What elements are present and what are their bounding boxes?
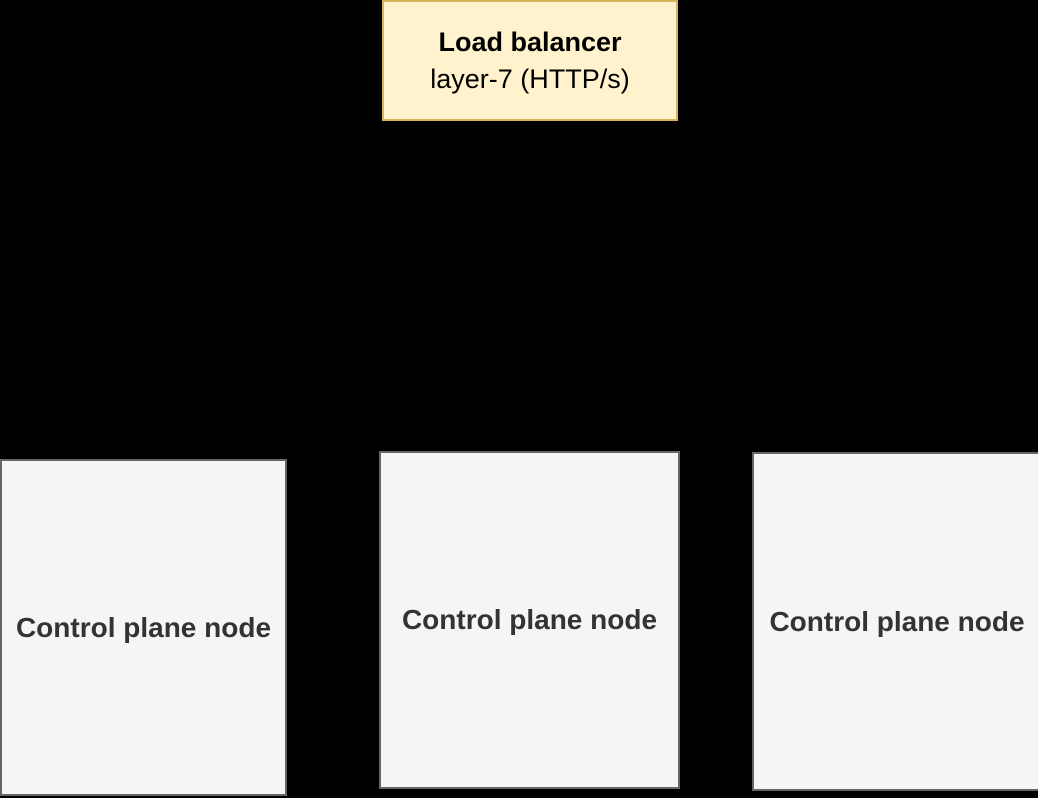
load-balancer-title: Load balancer — [438, 26, 622, 57]
control-plane-node-1: Control plane node — [0, 459, 287, 796]
load-balancer-subtitle: layer-7 (HTTP/s) — [430, 63, 630, 94]
control-plane-node-3: Control plane node — [752, 452, 1038, 791]
control-plane-node-1-label: Control plane node — [15, 611, 272, 643]
control-plane-node-2-label: Control plane node — [401, 604, 658, 635]
load-balancer-node: Load balancer layer-7 (HTTP/s) — [382, 0, 678, 121]
control-plane-node-3-label: Control plane node — [769, 605, 1025, 637]
control-plane-node-2: Control plane node — [379, 451, 680, 789]
